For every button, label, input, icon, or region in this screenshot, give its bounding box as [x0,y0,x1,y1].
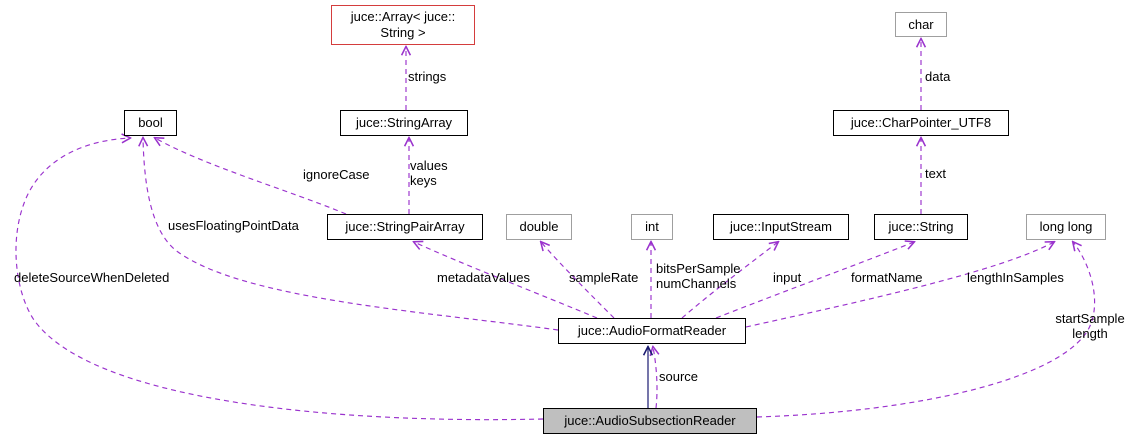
node-label: juce::AudioFormatReader [577,323,727,338]
node-label: juce::AudioSubsectionReader [564,413,736,428]
node-label: juce::InputStream [730,219,832,234]
edge-label-text: text [925,166,946,181]
edge-metadata-values [414,242,598,319]
node-juce-input-stream[interactable]: juce::InputStream [713,214,849,240]
edge-label-format-name: formatName [851,270,923,285]
node-label: juce::StringPairArray [345,219,465,234]
node-label: int [645,219,659,234]
node-juce-string-pair-array[interactable]: juce::StringPairArray [327,214,483,240]
edge-label-start-sample-length: startSample length [1055,311,1125,341]
edge-label-ignore-case: ignoreCase [303,167,370,182]
node-bool[interactable]: bool [124,110,177,136]
edge-input [681,242,778,319]
edge-start-sample-length [756,242,1096,418]
node-juce-audio-format-reader[interactable]: juce::AudioFormatReader [558,318,746,344]
node-label: juce::CharPointer_UTF8 [850,115,992,130]
edge-label-bits-per-sample-num-channels: bitsPerSample numChannels [656,261,741,291]
edge-sample-rate [541,242,615,319]
edge-label-uses-floating-point-data: usesFloatingPointData [168,218,299,233]
node-label: char [908,16,934,32]
edge-source [653,347,657,409]
node-char: char [895,12,947,37]
edge-label-delete-source-when-deleted: deleteSourceWhenDeleted [14,270,170,285]
node-label: juce::String [888,219,954,234]
edge-label-metadata-values: metadataValues [437,270,530,285]
node-juce-charpointer-utf8[interactable]: juce::CharPointer_UTF8 [833,110,1009,136]
node-label: juce::Array< juce:: String > [350,9,456,40]
node-juce-array-string[interactable]: juce::Array< juce:: String > [331,5,475,45]
edge-label-data: data [925,69,951,84]
node-double: double [506,214,572,240]
edge-format-name [715,242,914,319]
edge-label-input: input [773,270,802,285]
edge-label-source: source [659,369,699,384]
node-label: long long [1039,219,1093,234]
edge-label-values-keys: values keys [410,158,448,188]
edge-length-in-samples [745,242,1054,328]
edge-label-sample-rate: sampleRate [569,270,639,285]
node-juce-audio-subsection-reader: juce::AudioSubsectionReader [543,408,757,434]
node-long-long: long long [1026,214,1106,240]
edge-label-length-in-samples: lengthInSamples [967,270,1064,285]
node-juce-string[interactable]: juce::String [874,214,968,240]
node-label: double [519,219,559,234]
edge-label-strings: strings [408,69,447,84]
node-int: int [631,214,673,240]
node-label: bool [138,115,163,130]
node-label: juce::StringArray [355,115,453,130]
edge-ignore-case [155,138,347,215]
node-juce-string-array[interactable]: juce::StringArray [340,110,468,136]
edge-delete-source-when-deleted [15,138,544,421]
